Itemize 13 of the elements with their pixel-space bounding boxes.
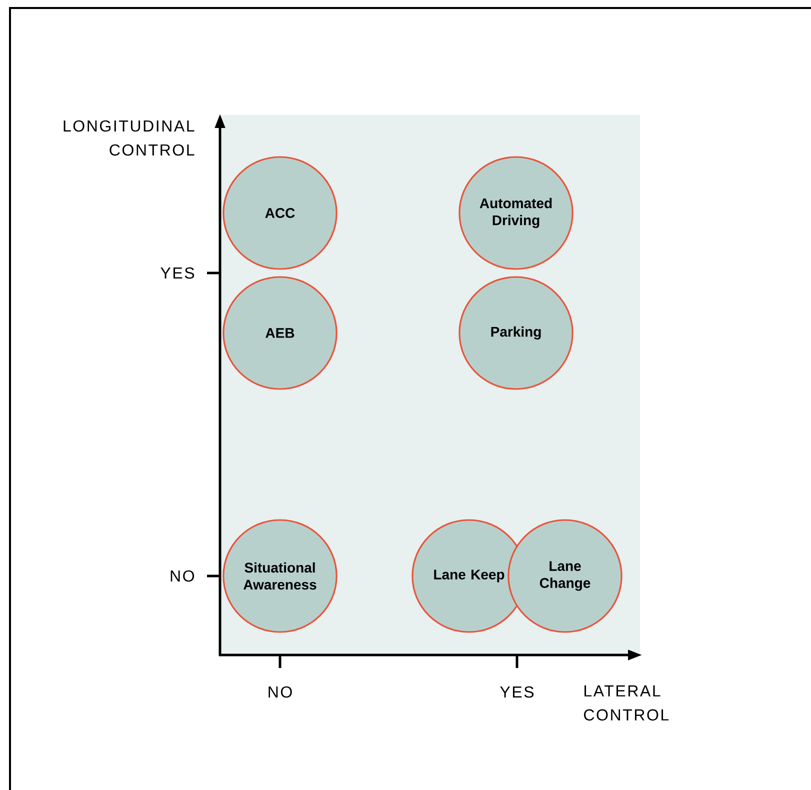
ellipse-node: Lane Change — [508, 519, 622, 633]
tick-label: NO — [268, 686, 292, 698]
ellipse-node: AEB — [222, 276, 338, 390]
tick-label: NO — [170, 570, 194, 582]
axis-title: LATERAL CONTROL — [584, 685, 669, 721]
ellipse-node: Parking — [458, 276, 574, 390]
ellipse-node: Lane Keep — [412, 519, 526, 633]
tick-label: YES — [500, 686, 534, 698]
ellipse-node: Automated Driving — [458, 156, 574, 270]
tick-label: YES — [160, 267, 194, 279]
axis-title: LONGITUDINAL CONTROL — [64, 120, 194, 156]
ellipse-node: ACC — [222, 156, 338, 270]
ellipse-node: Situational Awareness — [222, 519, 338, 633]
